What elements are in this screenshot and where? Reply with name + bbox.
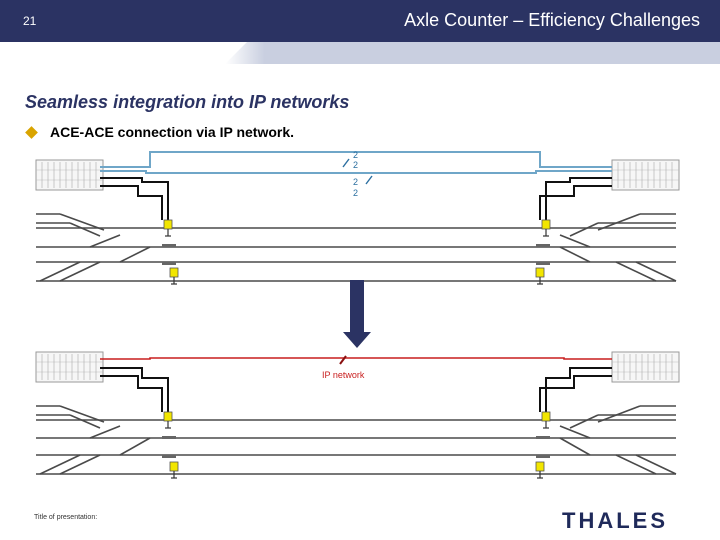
bullet-item: ACE-ACE connection via IP network. — [25, 124, 294, 140]
bullet-text: ACE-ACE connection via IP network. — [50, 124, 295, 140]
rack-left-top — [35, 159, 104, 191]
presentation-title-label: Title of presentation: — [34, 514, 98, 521]
slide-title: Axle Counter – Efficiency Challenges — [404, 10, 700, 30]
section-subtitle: Seamless integration into IP networks — [25, 92, 350, 112]
rack-right-top — [611, 159, 680, 191]
bottom-diagram — [35, 351, 680, 479]
slide-number: 21 — [23, 14, 37, 28]
transition-arrow — [343, 280, 371, 348]
thales-logo: THALES — [562, 508, 668, 533]
rack-left-bottom — [35, 351, 104, 383]
header-bar — [0, 0, 720, 42]
ip-network-link — [100, 357, 612, 360]
link-label-4: 2 — [353, 188, 359, 198]
ip-network-label: IP network — [322, 370, 365, 380]
link-label-3: 2 — [353, 177, 359, 187]
top-diagram — [35, 151, 680, 285]
link-label-1: 2 — [353, 150, 359, 160]
rack-right-bottom — [611, 351, 680, 383]
header-stripe — [225, 42, 720, 64]
link-label-2: 2 — [353, 160, 359, 170]
